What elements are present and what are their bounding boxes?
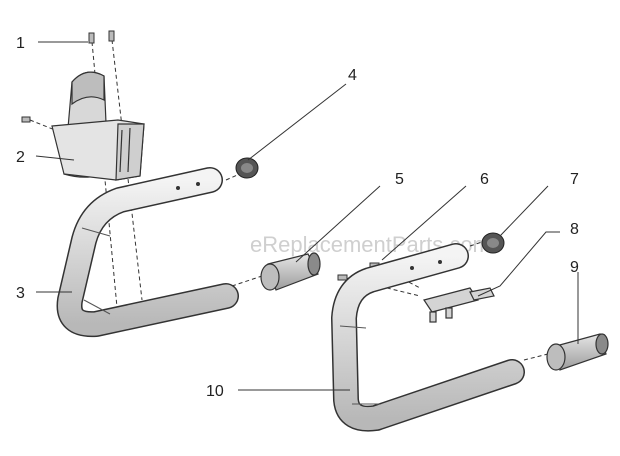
callout-2: 2 (16, 149, 25, 166)
part-9-grip (546, 333, 609, 371)
callout-6: 6 (480, 171, 489, 188)
callout-7: 7 (570, 171, 579, 188)
part-2-bottle-holder (51, 71, 145, 181)
callout-labels: 1 2 3 4 5 6 7 8 9 10 (16, 35, 579, 400)
part-4-end-cap (235, 157, 259, 179)
part-10-right-handlebar-frame (331, 243, 525, 432)
part-7-end-cap (481, 232, 505, 254)
callout-10: 10 (206, 383, 224, 400)
callout-8: 8 (570, 221, 579, 238)
part-5-grip (260, 252, 321, 291)
callout-3: 3 (16, 285, 25, 302)
part-1-screws (21, 30, 115, 123)
callout-5: 5 (395, 171, 404, 188)
callout-4: 4 (348, 67, 357, 84)
callout-9: 9 (570, 259, 579, 276)
part-3-left-handlebar-frame (56, 167, 239, 338)
callout-leader-lines (35, 41, 579, 391)
callout-1: 1 (16, 35, 25, 52)
